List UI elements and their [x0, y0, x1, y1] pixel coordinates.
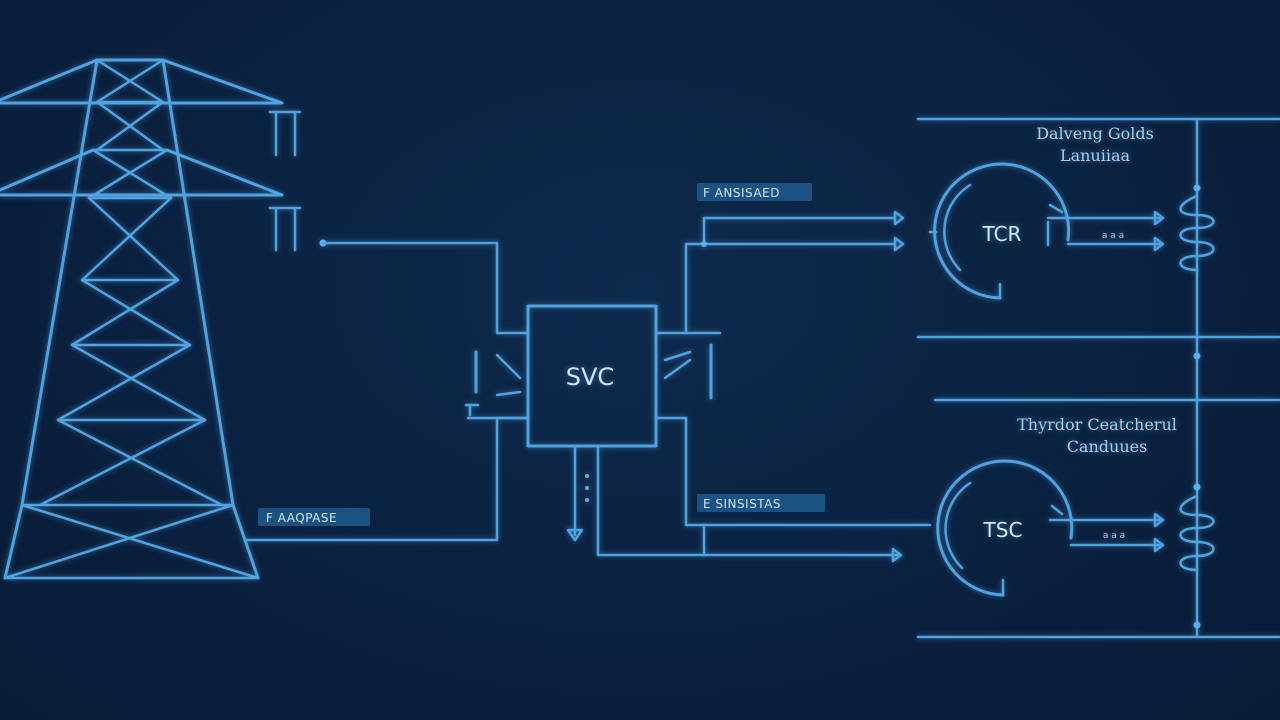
tower-brace-8 [3, 503, 260, 580]
tcr-small-label: a a a [1102, 231, 1124, 241]
ground-dot-3 [585, 498, 589, 502]
svc-box [526, 304, 658, 448]
tsc-label: TSC [983, 518, 1023, 542]
tag-lower-text: E SINSISTAS [703, 497, 781, 511]
wire-upper-left [321, 241, 530, 335]
tcr-inductor-coil [1179, 194, 1215, 272]
ground-arrow [566, 528, 584, 542]
tower-brace-6 [56, 343, 207, 422]
tag-left-text: F AAQPASE [266, 511, 337, 525]
tcr-arrow-1 [1153, 210, 1165, 226]
tcr-component: Dalveng Golds Lanuiiaa TCR a a a [928, 124, 1215, 300]
tower-lower-arm [0, 148, 284, 197]
bus-node-2 [1193, 352, 1201, 360]
wire-down-riser [684, 416, 706, 527]
tag-lower: E SINSISTAS [697, 494, 825, 512]
tsc-small-label: a a a [1103, 531, 1125, 541]
left-switch-contacts [464, 353, 522, 417]
bus-node-3 [1193, 483, 1201, 491]
tcr-ring [933, 162, 1071, 300]
bus-node-4 [1193, 621, 1201, 629]
tsc-coil [1179, 494, 1215, 572]
insulator-upper [268, 110, 302, 157]
svc-bottom-wire [596, 444, 902, 557]
tsc-leads [1048, 504, 1162, 547]
tsc-heading-2: Canduues [1067, 437, 1148, 456]
tcr-ticks [928, 230, 1002, 300]
arrow-tcr-2 [893, 236, 905, 252]
ground-dot-1 [585, 474, 589, 478]
tower-brace-3 [87, 148, 173, 200]
tower-brace-4 [80, 196, 180, 282]
ground-dot-2 [585, 486, 589, 490]
arrow-tcr-1 [893, 210, 905, 226]
svc-label: SVC [566, 363, 614, 391]
tsc-component: Thyrdor Ceatcherul Canduues TSC a a a [936, 415, 1215, 597]
tower-brace-5 [70, 278, 192, 347]
tcr-inner-arc [943, 183, 972, 272]
tag-upper-text: F ANSISAED [703, 186, 780, 200]
right-switch-contacts [654, 350, 692, 420]
wire-up-riser [684, 242, 706, 335]
tcr-leads [1046, 203, 1162, 247]
tower-brace-7 [20, 418, 235, 507]
tcr-label: TCR [982, 222, 1022, 246]
bus-bars [916, 117, 1280, 639]
tsc-inner-arc [944, 481, 972, 570]
wire-to-tcr-1 [702, 216, 897, 246]
tower-brace-1 [95, 58, 165, 104]
left-wiring [243, 239, 530, 542]
tcr-heading-1: Dalveng Golds [1036, 124, 1154, 143]
insulator-lower [268, 206, 302, 252]
tag-upper: F ANSISAED [697, 183, 812, 201]
tsc-arrow-2 [1153, 537, 1165, 553]
tcr-arrow-2 [1153, 236, 1165, 252]
tsc-ring [936, 459, 1074, 597]
transmission-tower [0, 58, 302, 580]
tsc-arrow-1 [1153, 512, 1165, 528]
tag-left: F AAQPASE [258, 508, 370, 526]
tsc-heading-1: Thyrdor Ceatcherul [1017, 415, 1177, 434]
right-wiring [654, 210, 932, 563]
tower-brace-2 [91, 100, 169, 152]
junction-upper [701, 241, 707, 247]
svc-block: SVC [526, 304, 902, 557]
arrow-tsc [891, 547, 903, 563]
tower-upper-arm [0, 58, 284, 105]
tcr-heading-2: Lanuiiaa [1060, 146, 1131, 165]
bus-node-1 [1193, 184, 1201, 192]
